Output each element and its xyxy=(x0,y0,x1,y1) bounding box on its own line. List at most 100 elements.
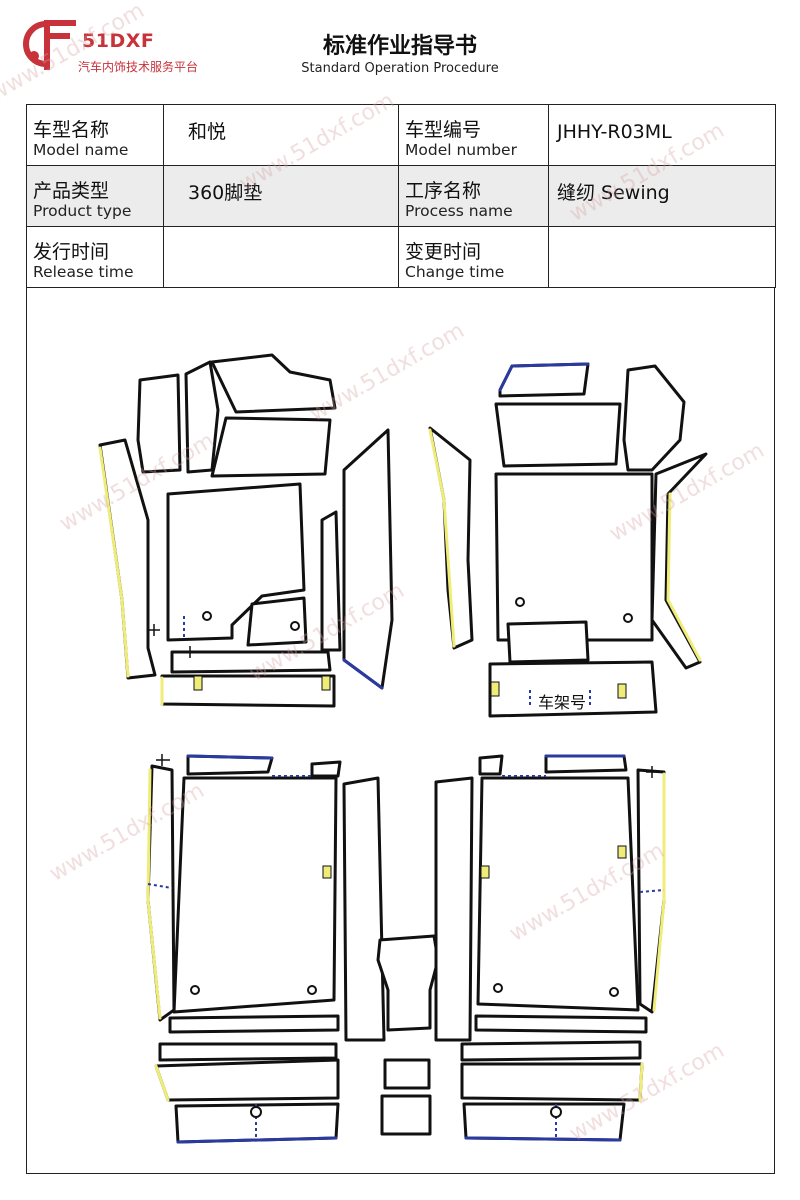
change-time-value-cell xyxy=(548,226,776,288)
alignment-mark xyxy=(184,646,196,658)
process-name-value: 缝纫 Sewing xyxy=(557,182,670,204)
rear-right-lower-strip-2 xyxy=(460,1062,644,1102)
release-time-label-en: Release time xyxy=(33,263,134,281)
model-name-value: 和悦 xyxy=(188,121,227,143)
front-left-upper-piece xyxy=(184,360,220,474)
edge-highlight-blue xyxy=(498,362,590,392)
page-title: 标准作业指导书 xyxy=(322,34,477,59)
edge-highlight-yellow xyxy=(98,446,130,678)
clip-tab xyxy=(322,865,332,879)
process-name-label-en: Process name xyxy=(405,202,513,220)
rear-right-top-strip xyxy=(478,754,504,776)
fastener-hole xyxy=(550,1106,562,1118)
model-number-value: JHHY-R03ML xyxy=(557,121,672,143)
brand-code: 51DXF xyxy=(82,30,155,52)
rear-right-lower-strip-1 xyxy=(460,1040,642,1062)
edge-highlight-blue xyxy=(464,1136,622,1142)
rear-center-box-2 xyxy=(380,1094,432,1136)
rear-left-center-strip xyxy=(342,776,386,1042)
rear-right-lower-strip-3 xyxy=(462,1102,626,1142)
front-right-upper-piece xyxy=(622,364,686,472)
rear-center-tunnel-mat xyxy=(376,934,440,1032)
change-time-label-en: Change time xyxy=(405,263,505,281)
front-left-base-strip xyxy=(170,650,332,674)
front-left-door-strip xyxy=(342,428,394,690)
front-left-main-mat xyxy=(166,482,306,642)
edge-highlight-yellow xyxy=(146,768,162,1020)
fastener-hole xyxy=(290,621,300,631)
fastener-hole xyxy=(623,613,633,623)
front-left-side-strip xyxy=(98,438,157,680)
rear-right-center-strip xyxy=(434,776,474,1042)
edge-highlight-yellow xyxy=(428,428,456,648)
alignment-mark xyxy=(148,624,160,636)
fastener-hole xyxy=(250,1106,262,1118)
alignment-mark xyxy=(156,754,170,766)
drawing-frame xyxy=(26,288,775,1174)
edge-highlight-blue xyxy=(342,658,384,690)
stitch-mark xyxy=(639,889,665,893)
edge-highlight-yellow xyxy=(154,1064,170,1102)
edge-highlight-yellow xyxy=(638,1062,644,1102)
rear-left-lower-strip-1 xyxy=(158,1042,338,1062)
model-number-label: 车型编号 xyxy=(405,119,482,141)
alignment-mark xyxy=(646,766,660,778)
product-type-label-cell: 产品类型 Product type xyxy=(26,165,164,227)
front-left-pedal-piece xyxy=(136,373,182,474)
brand-logo-icon xyxy=(23,20,76,70)
change-time-label: 变更时间 xyxy=(405,241,482,263)
clip-tab xyxy=(617,845,627,859)
front-right-main-mat xyxy=(494,472,654,642)
product-type-value: 360脚垫 xyxy=(188,182,263,204)
fastener-hole xyxy=(609,987,619,997)
front-right-heel-piece xyxy=(506,620,590,664)
front-left-heel-piece xyxy=(246,596,308,647)
edge-highlight-blue xyxy=(176,1136,338,1144)
frame-number-label: 车架号 xyxy=(538,693,586,712)
rear-left-sill-strip xyxy=(168,1014,340,1034)
fastener-hole xyxy=(190,985,200,995)
model-number-value-cell: JHHY-R03ML xyxy=(548,104,776,166)
rear-left-lower-strip-2 xyxy=(154,1058,340,1102)
front-left-tunnel-strip xyxy=(320,510,342,652)
rear-left-top-tab xyxy=(310,760,342,778)
front-right-mid-piece xyxy=(494,402,622,468)
rear-left-main-mat xyxy=(172,776,338,1014)
edge-highlight-blue xyxy=(186,754,274,760)
brand-tagline: 汽车内饰技术服务平台 xyxy=(78,60,199,74)
rear-right-main-mat xyxy=(476,776,640,1012)
front-left-mid-piece xyxy=(210,416,332,478)
front-right-bottom-strip xyxy=(488,660,658,718)
product-type-value-cell: 360脚垫 xyxy=(163,165,399,227)
page-header: 51DXF 汽车内饰技术服务平台 标准作业指导书 Standard Operat… xyxy=(0,0,800,100)
rear-left-door-strip xyxy=(146,764,176,1022)
fastener-hole xyxy=(515,597,525,607)
front-right-top-piece xyxy=(498,362,590,398)
process-name-value-cell: 缝纫 Sewing xyxy=(548,165,776,227)
release-time-value-cell xyxy=(163,226,399,288)
clip-tab xyxy=(480,865,490,879)
process-name-label: 工序名称 xyxy=(405,180,482,202)
edge-highlight-yellow xyxy=(652,772,666,1012)
fastener-hole xyxy=(307,985,317,995)
page-subtitle: Standard Operation Procedure xyxy=(301,61,499,76)
stitch-mark xyxy=(529,690,591,706)
clip-tab xyxy=(193,675,203,691)
stitch-mark xyxy=(147,883,173,889)
clip-tab xyxy=(490,681,500,697)
model-name-label: 车型名称 xyxy=(33,119,110,141)
release-time-label-cell: 发行时间 Release time xyxy=(26,226,164,288)
model-name-label-en: Model name xyxy=(33,141,129,159)
front-right-door-strip xyxy=(650,452,708,670)
product-type-label: 产品类型 xyxy=(33,180,110,202)
model-number-label-en: Model number xyxy=(405,141,517,159)
change-time-label-cell: 变更时间 Change time xyxy=(398,226,549,288)
process-name-label-cell: 工序名称 Process name xyxy=(398,165,549,227)
front-left-top-piece xyxy=(210,353,337,414)
info-table: 车型名称 Model name 和悦 车型编号 Model number JHH… xyxy=(26,104,776,288)
clip-tab xyxy=(321,675,331,691)
rear-right-top-strip-2 xyxy=(544,754,628,774)
front-left-bottom-strip xyxy=(160,674,336,708)
product-type-label-en: Product type xyxy=(33,202,132,220)
